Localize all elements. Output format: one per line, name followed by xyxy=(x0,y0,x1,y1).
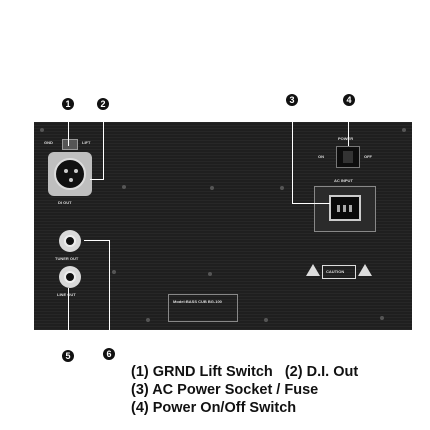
ac-power-socket-fuse xyxy=(314,186,376,232)
legend-line-1: (1) GRND Lift Switch (2) D.I. Out xyxy=(131,364,359,380)
off-label: OFF xyxy=(364,154,372,159)
screw xyxy=(402,128,406,132)
screw xyxy=(380,316,384,320)
callout-3-leader xyxy=(292,110,293,203)
power-rocker-switch[interactable] xyxy=(336,146,360,168)
callout-4: 4 xyxy=(343,94,355,106)
callout-6-leader-h xyxy=(84,240,110,241)
iec-socket xyxy=(329,195,361,221)
screw xyxy=(112,270,116,274)
line-out-label: LINE OUT xyxy=(57,292,76,297)
legend-line-2: (3) AC Power Socket / Fuse xyxy=(131,382,319,398)
callout-1-leader xyxy=(68,110,69,146)
di-out-label: DI OUT xyxy=(58,200,72,205)
di-out-xlr-connector xyxy=(48,152,92,196)
lift-label: LIFT xyxy=(82,140,91,145)
ground-lift-switch[interactable] xyxy=(62,139,78,150)
line-out-jack xyxy=(59,266,81,288)
model-label-plate: Model:BASS CUB BG-100 xyxy=(168,294,238,322)
callout-4-leader xyxy=(348,110,349,146)
xlr-pin xyxy=(69,178,73,182)
warning-triangle-icon xyxy=(306,264,320,276)
ac-pin xyxy=(343,205,346,212)
ac-pin xyxy=(349,205,352,212)
xlr-socket xyxy=(54,158,86,190)
callout-2-leader-h xyxy=(90,179,104,180)
screw xyxy=(122,185,126,189)
model-text: Model:BASS CUB BG-100 xyxy=(173,299,222,304)
caution-text: CAUTION xyxy=(326,269,345,274)
callout-6-leader xyxy=(109,240,110,346)
callout-6: 6 xyxy=(103,348,115,360)
callout-3: 3 xyxy=(286,94,298,106)
screw xyxy=(210,186,214,190)
caution-warning-label: CAUTION xyxy=(304,262,374,282)
caution-box: CAUTION xyxy=(322,265,356,279)
screw xyxy=(264,318,268,322)
tuner-out-label: TUNER OUT xyxy=(55,256,79,261)
screw xyxy=(146,318,150,322)
legend-line-3: (4) Power On/Off Switch xyxy=(131,400,297,416)
callout-5: 5 xyxy=(62,350,74,362)
tuner-out-jack xyxy=(59,230,81,252)
on-label: ON xyxy=(318,154,324,159)
callout-2: 2 xyxy=(97,98,109,110)
callout-3-leader-h xyxy=(292,203,330,204)
warning-triangle-icon xyxy=(358,264,372,276)
screw xyxy=(208,272,212,276)
ac-pin xyxy=(337,205,340,212)
callout-5-leader xyxy=(68,288,69,344)
xlr-pin xyxy=(74,169,78,173)
ac-input-label: AC INPUT xyxy=(334,178,353,183)
screw xyxy=(280,186,284,190)
power-label: POWER xyxy=(338,136,354,141)
xlr-pin xyxy=(64,169,68,173)
screw xyxy=(40,128,44,132)
callout-1: 1 xyxy=(62,98,74,110)
gnd-label: GND xyxy=(44,140,53,145)
legend: (1) GRND Lift Switch (2) D.I. Out (3) AC… xyxy=(131,363,358,417)
callout-2-leader xyxy=(103,110,104,180)
